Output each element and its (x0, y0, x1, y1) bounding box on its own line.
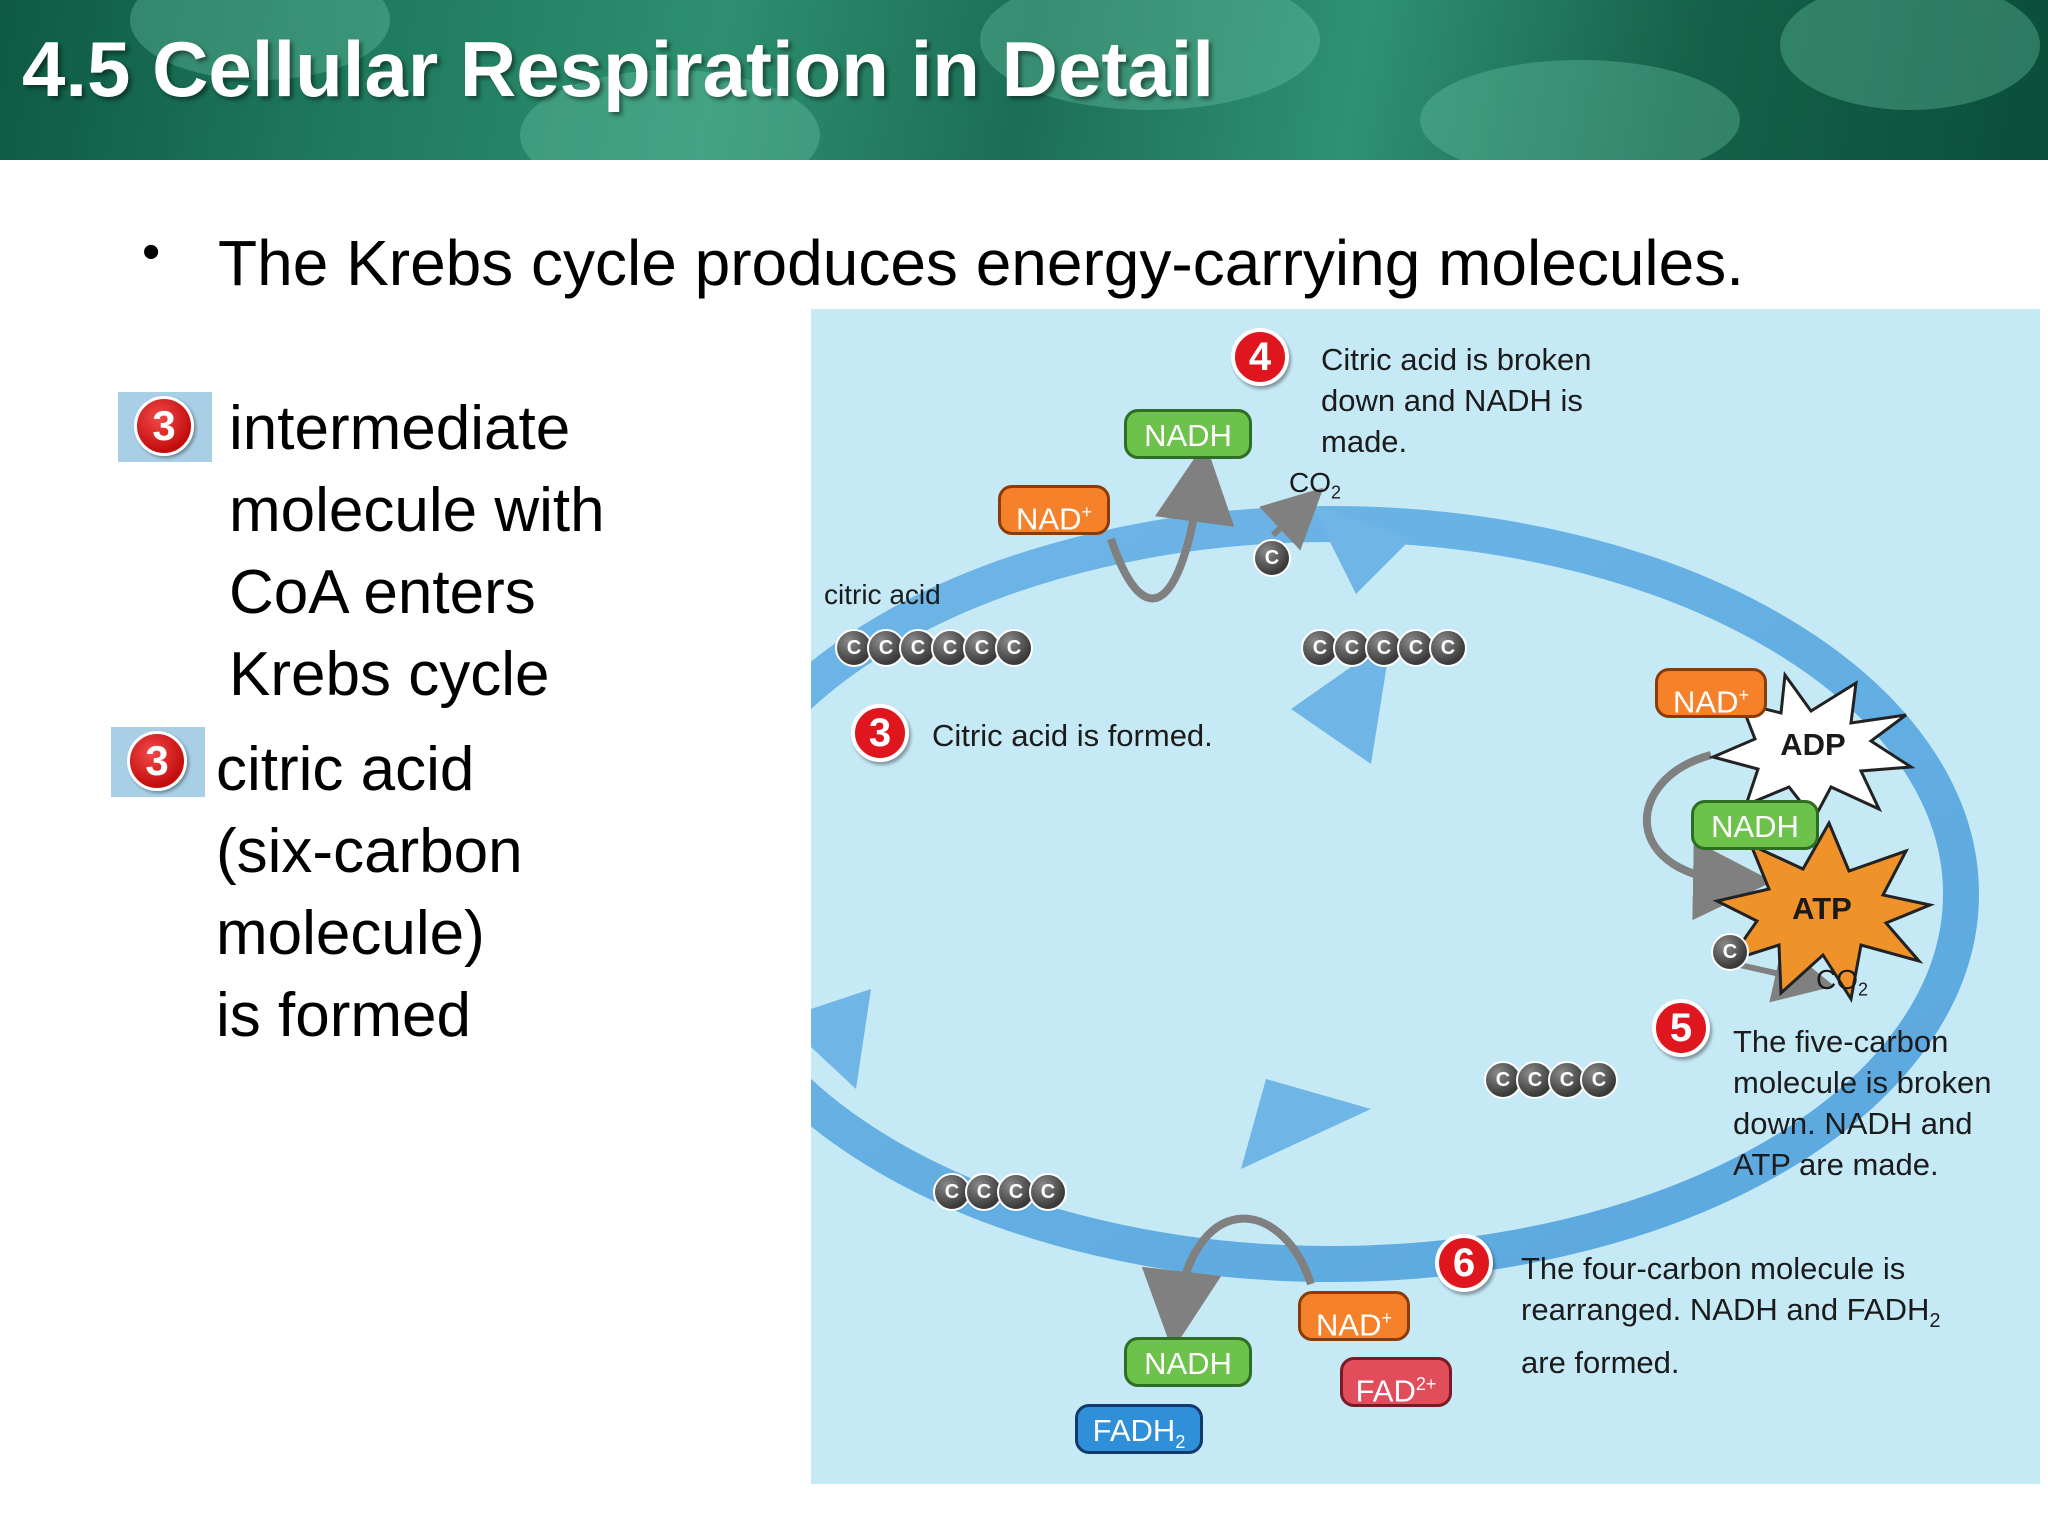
carbon-atom: C (867, 629, 905, 667)
step-5-text: The five-carbon molecule is broken down.… (1733, 1021, 1991, 1185)
step-5-badge: 5 (1652, 999, 1710, 1057)
bullet-text: The Krebs cycle produces energy-carrying… (218, 227, 1744, 299)
superscript: + (1081, 502, 1092, 522)
text-line: ATP are made. (1733, 1147, 1939, 1182)
step-6-badge: 6 (1435, 1234, 1493, 1292)
nad-to-nadh-arrow (1107, 442, 1235, 603)
intermediate-step-text: intermediate molecule with CoA enters Kr… (229, 388, 605, 716)
step-4-badge: 4 (1231, 328, 1289, 386)
header-texture (1420, 60, 1740, 160)
co2-text: CO (1816, 964, 1858, 995)
cycle-arrowhead (811, 989, 871, 1089)
text-line: Krebs cycle (229, 640, 550, 709)
adp-label: ADP (1780, 727, 1846, 762)
pill-label: NAD (1316, 1307, 1382, 1343)
citric-acid-label: citric acid (824, 579, 941, 610)
carbon-atom: C (995, 629, 1033, 667)
text-line-main: rearranged. NADH and FADH (1521, 1292, 1930, 1327)
carbon-atom: C (1429, 629, 1467, 667)
subscript: 2 (1929, 1310, 1941, 1333)
cycle-arrowhead (1311, 504, 1411, 594)
text-line: intermediate (229, 394, 571, 463)
atp-label: ATP (1792, 891, 1852, 926)
text-line: made. (1321, 424, 1408, 459)
nad-pill-step4: NAD+ (998, 485, 1110, 537)
text-line: Citric acid is broken (1321, 342, 1592, 377)
co2-release-arrow (1259, 487, 1324, 551)
subscript: 2 (1331, 482, 1342, 503)
cycle-arrowhead (1291, 639, 1391, 764)
cycle-graphics (811, 442, 1979, 1351)
text-line: The five-carbon (1733, 1024, 1949, 1059)
pill-label: NAD (1673, 684, 1739, 720)
superscript: + (1381, 1308, 1392, 1328)
text-line: CoA enters (229, 558, 536, 627)
step-badge-intermediate: 3 (118, 392, 212, 462)
pill-label: NAD (1016, 501, 1082, 537)
text-line: down. NADH and (1733, 1106, 1973, 1141)
carbon-atom: C (1365, 629, 1403, 667)
nad-to-nadh-arrow (1642, 751, 1773, 921)
nad-pill-step6: NAD+ (1298, 1291, 1410, 1343)
carbon-atom: C (1253, 539, 1291, 577)
text-line: The four-carbon molecule is (1521, 1251, 1906, 1286)
carbon-atom: C (963, 629, 1001, 667)
co2-text: CO (1289, 467, 1331, 498)
slide-header: 4.5 Cellular Respiration in Detail (0, 0, 2048, 160)
text-line: is formed (216, 981, 471, 1050)
step-4-text: Citric acid is broken down and NADH is m… (1321, 339, 1591, 462)
slide-title: 4.5 Cellular Respiration in Detail (22, 25, 1215, 113)
header-texture (980, 0, 1320, 110)
pill-label: FAD (1355, 1373, 1416, 1409)
step-3-text: Citric acid is formed. (932, 718, 1213, 753)
nad-to-nadh-arrow (1141, 1214, 1315, 1351)
text-line: citric acid (216, 735, 475, 804)
nadh-pill-step6: NADH (1124, 1337, 1252, 1387)
subscript: 2 (1858, 979, 1869, 1000)
bullet-dot: • (142, 223, 161, 281)
superscript: 2+ (1415, 1374, 1437, 1394)
carbon-atom: C (1484, 1061, 1522, 1099)
subscript: 2 (1175, 1432, 1186, 1453)
carbon-atom: C (1397, 629, 1435, 667)
superscript: + (1738, 685, 1749, 705)
step-number-badge: 3 (134, 396, 194, 456)
text-line: are formed. (1521, 1345, 1680, 1381)
atp-starburst (1712, 819, 1936, 1004)
nadh-pill-step5: NADH (1691, 800, 1819, 850)
cycle-arrowhead (1241, 1079, 1371, 1169)
co2-label-step4: CO2 (1289, 467, 1341, 504)
text-line: rearranged. NADH and FADH2 (1521, 1289, 1940, 1342)
carbon-atom: C (1548, 1061, 1586, 1099)
co2-label-step5: CO2 (1816, 964, 1868, 1001)
pill-label: FADH (1092, 1413, 1176, 1448)
step-3-badge: 3 (851, 704, 909, 762)
text-line: molecule is broken (1733, 1065, 1992, 1100)
fad-pill: FAD2+ (1340, 1357, 1452, 1409)
text-line: molecule with (229, 476, 605, 545)
text-line: (six-carbon (216, 817, 523, 886)
carbon-atom: C (1711, 933, 1749, 971)
step-badge-citric-acid: 3 (111, 727, 205, 797)
fadh2-pill: FADH2 (1075, 1404, 1203, 1454)
nadh-pill-step4: NADH (1124, 409, 1252, 459)
carbon-atom: C (1029, 1173, 1067, 1211)
step-number-badge: 3 (127, 731, 187, 791)
text-line: molecule) (216, 899, 485, 968)
step-6-text: The four-carbon molecule is rearranged. … (1521, 1248, 1940, 1383)
header-texture (1780, 0, 2040, 110)
carbon-atom: C (1580, 1061, 1618, 1099)
text-line: down and NADH is (1321, 383, 1583, 418)
carbon-atom: C (835, 629, 873, 667)
citric-acid-step-text: citric acid (six-carbon molecule) is for… (216, 729, 523, 1057)
nad-pill-step5: NAD+ (1655, 668, 1767, 720)
